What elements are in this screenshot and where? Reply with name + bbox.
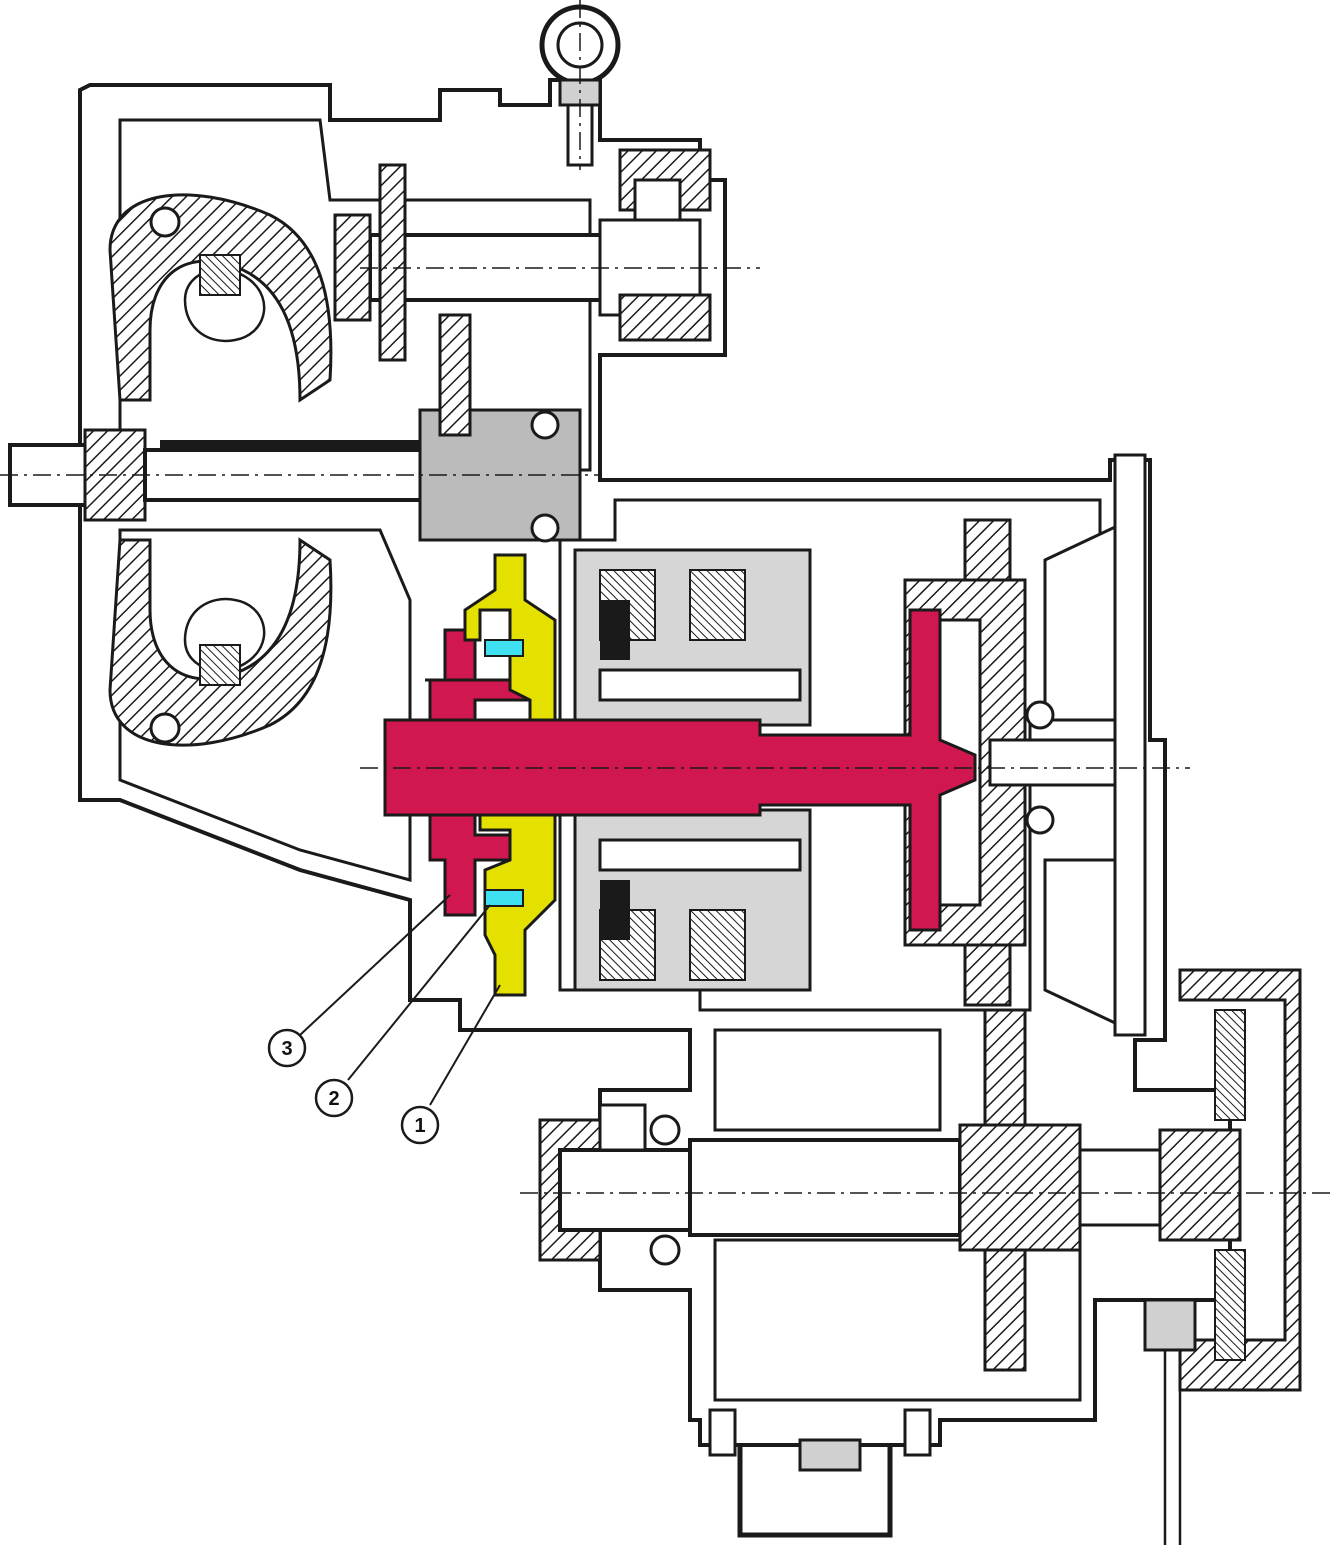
callout-label-1: 1 [414, 1115, 425, 1137]
callout-leaders [299, 894, 501, 1106]
oil-pan [708, 1408, 932, 1538]
callout-3: 3 [267, 1028, 307, 1068]
clutch-pack [573, 548, 812, 992]
lower-output-shaft [538, 1008, 1242, 1372]
highlight-cyan-bearings [484, 639, 524, 907]
torque-converter [108, 193, 333, 747]
brake-housing [1143, 968, 1302, 1545]
callout-label-2: 2 [328, 1088, 339, 1110]
centerlines [0, 0, 1335, 1194]
callout-label-3: 3 [281, 1038, 292, 1060]
callout-2: 2 [314, 1078, 354, 1118]
callout-1: 1 [400, 1105, 440, 1145]
